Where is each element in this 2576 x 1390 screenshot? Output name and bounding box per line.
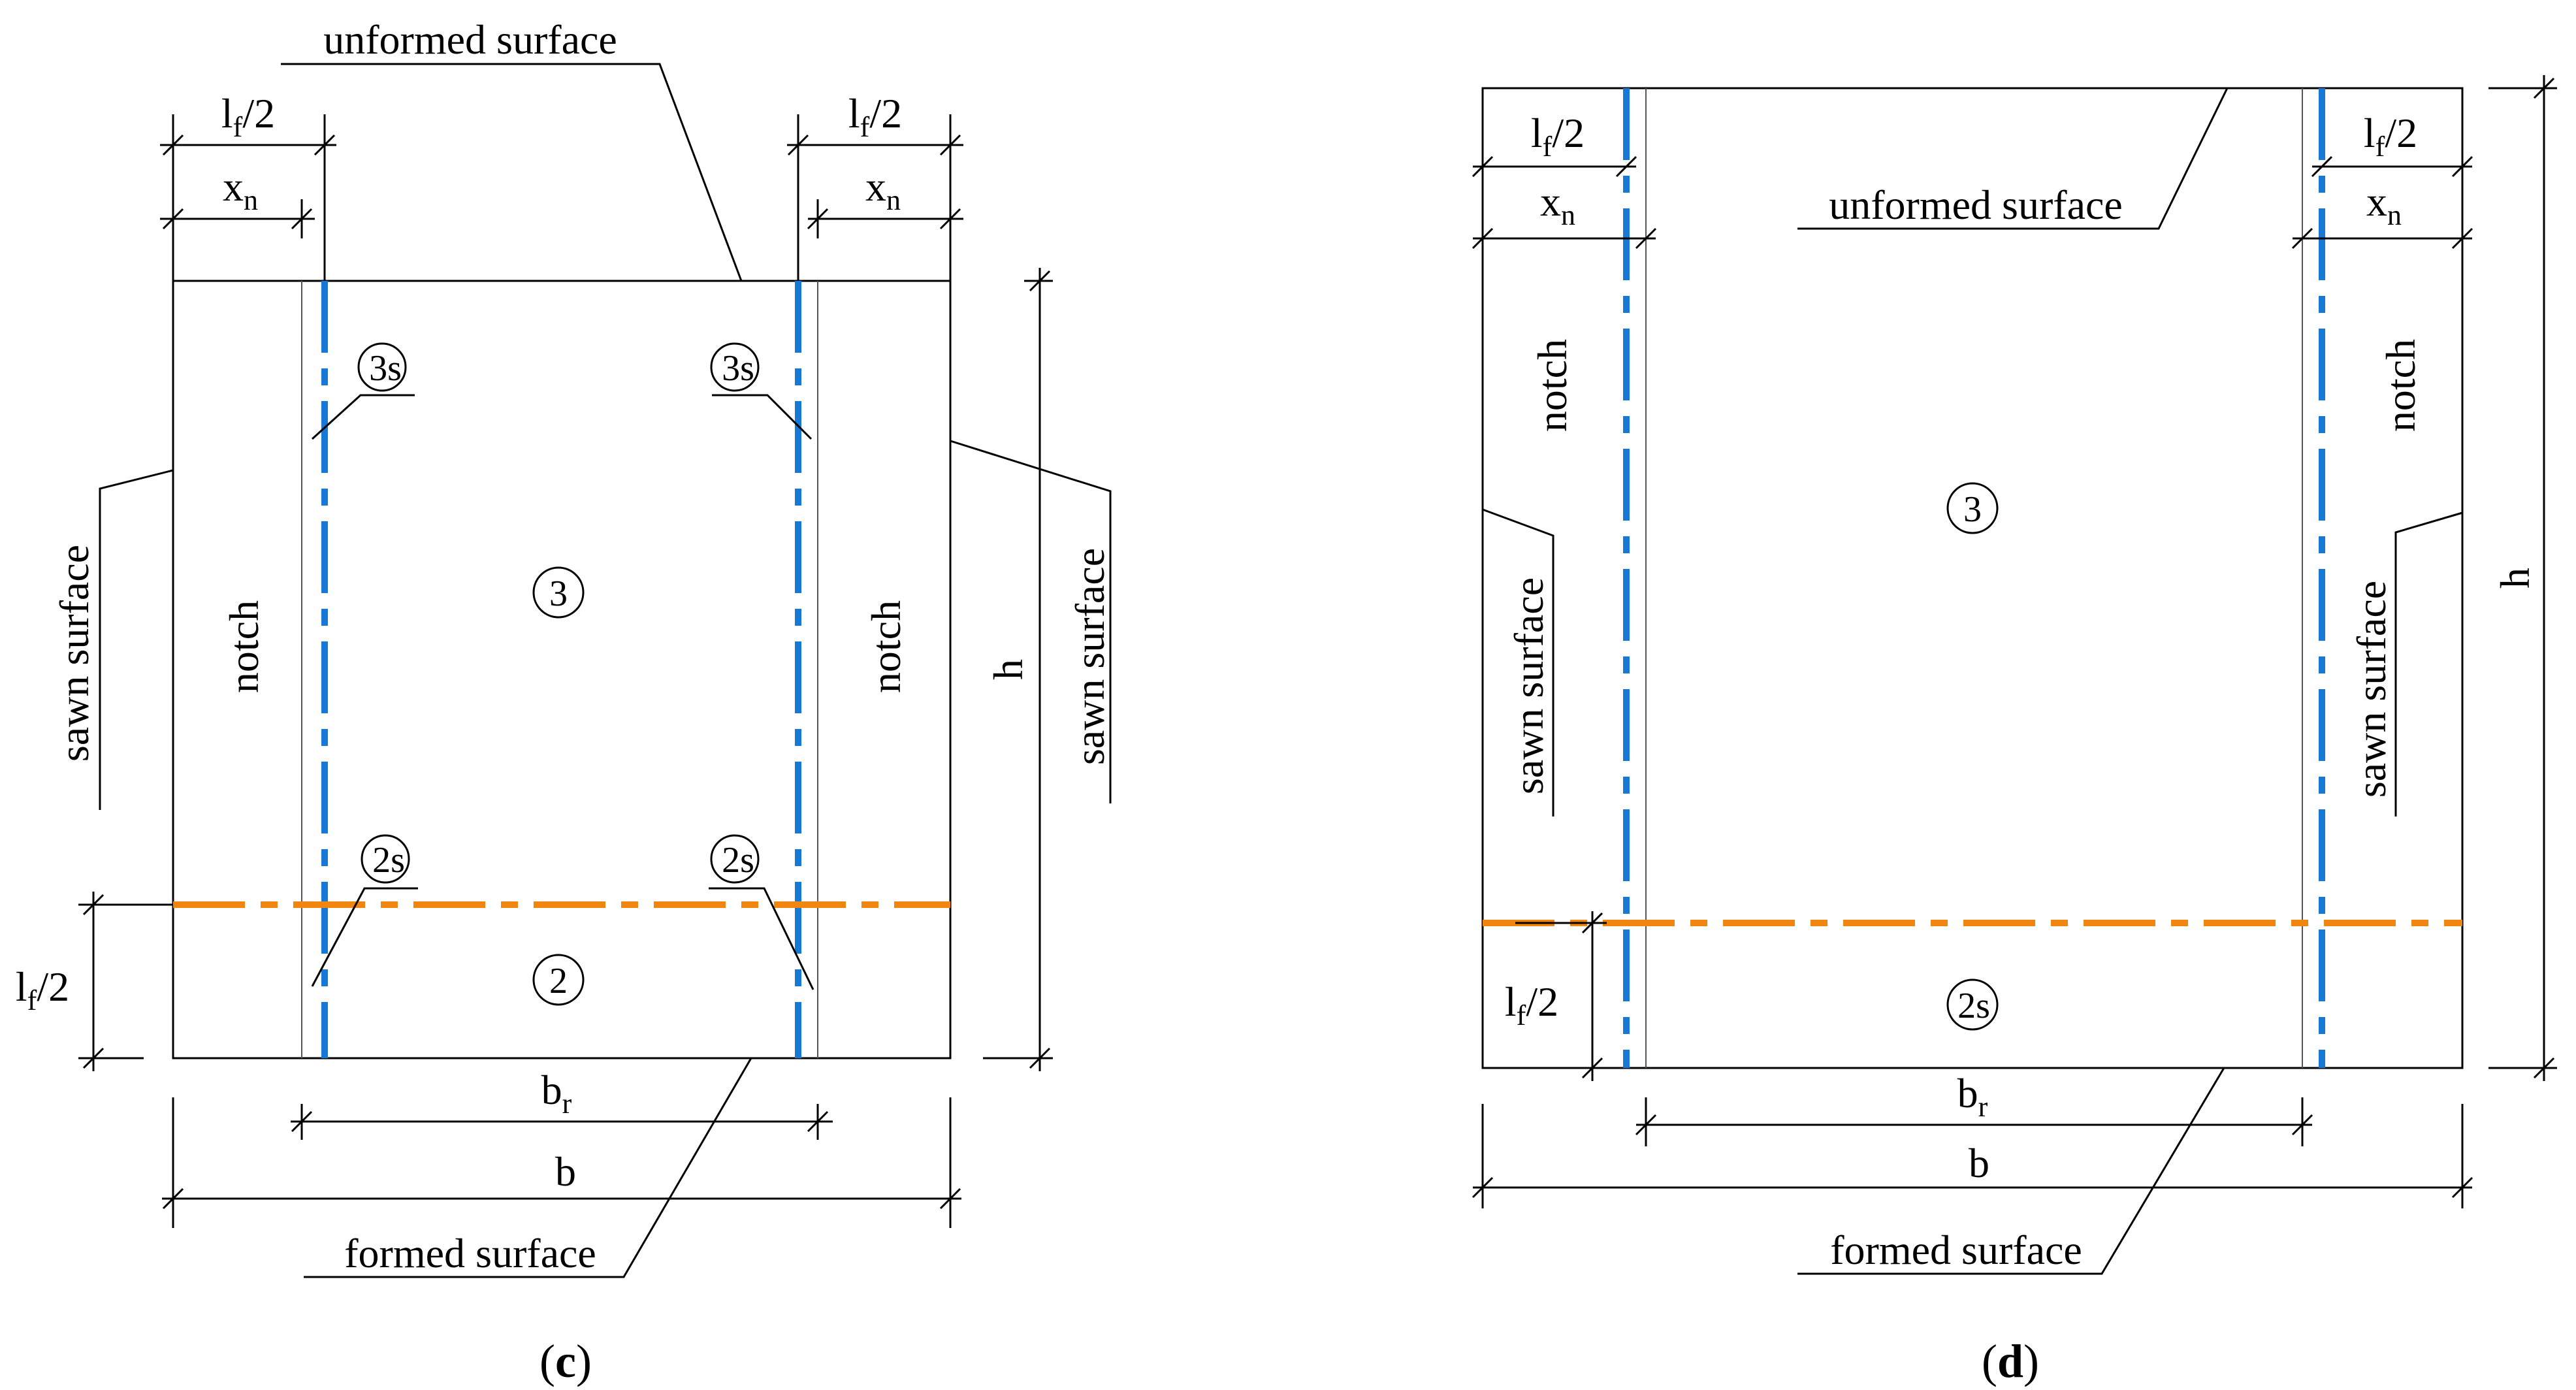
zone-2s-circle-right-c xyxy=(710,834,760,884)
caption-c: (c) xyxy=(539,1335,592,1387)
zone-3s-leader-right-c xyxy=(712,394,813,440)
sawn-leader-left-c xyxy=(99,469,174,810)
zone-2s-label-left-c: 2s xyxy=(372,840,405,881)
dim-b-ticks-c xyxy=(162,1188,961,1210)
section-outline-d xyxy=(1481,87,2464,1069)
notch-label-right-c: notch xyxy=(863,600,909,693)
notch-label-left-d: notch xyxy=(1529,339,1575,432)
dim-lf-bottom-d: lf/2 xyxy=(1505,978,1558,1031)
zone-2-circle-c xyxy=(532,954,585,1006)
dim-xn-top-left-c: xn xyxy=(223,163,258,216)
dim-lf-top-right-c: lf/2 xyxy=(848,90,902,143)
dim-lf-top-left-c: lf/2 xyxy=(221,90,275,143)
zone-2-label-c: 2 xyxy=(549,961,568,1001)
zone-3s-circle-right-c xyxy=(710,342,760,392)
formed-label-c: formed surface xyxy=(344,1230,596,1276)
notch-label-left-c: notch xyxy=(221,600,267,693)
formed-label-d: formed surface xyxy=(1830,1227,2082,1273)
unformed-leader-c xyxy=(281,63,743,282)
zone-3-label-d: 3 xyxy=(1963,489,1982,530)
zone-2s-leader-right-c xyxy=(709,887,814,990)
zone-2s-leader-left-c xyxy=(311,887,418,987)
zone-3-circle-c xyxy=(532,566,585,619)
dim-b-label-d: b xyxy=(1969,1140,1989,1186)
zone-3-circle-d xyxy=(1946,482,1999,534)
panel-d: 3 2s notch notch sawn surface sawn surfa… xyxy=(1472,75,2557,1387)
dim-ticks-top-right-d xyxy=(2291,155,2473,250)
dim-br-ticks-c xyxy=(291,1110,829,1133)
dim-h-ticks-d xyxy=(2533,77,2555,1079)
section-outline-c xyxy=(172,280,952,1059)
dim-h-ticks-c xyxy=(1029,270,1051,1069)
sawn-leader-left-d xyxy=(1482,508,1554,816)
dim-b-label-c: b xyxy=(555,1148,576,1195)
unformed-label-c: unformed surface xyxy=(323,16,617,63)
zone-3s-label-right-c: 3s xyxy=(722,348,754,389)
unformed-label-d: unformed surface xyxy=(1829,182,2123,228)
zone-2s-circle-d xyxy=(1946,978,1999,1031)
zone-3s-circle-left-c xyxy=(357,342,407,392)
sawn-label-left-c: sawn surface xyxy=(51,545,97,762)
sawn-leader-right-c xyxy=(950,440,1112,803)
dim-lf-top-left-d: lf/2 xyxy=(1531,110,1585,163)
dim-ticks-top-left-c xyxy=(162,134,336,230)
formed-leader-c xyxy=(304,1058,752,1278)
dim-br-label-c: br xyxy=(541,1067,572,1120)
sawn-leader-right-d xyxy=(2394,511,2463,816)
sawn-label-right-c: sawn surface xyxy=(1067,548,1113,765)
zone-3-label-c: 3 xyxy=(549,574,568,614)
dim-br-ticks-d xyxy=(1635,1114,2313,1136)
dim-lf-bottom-ticks-d xyxy=(1581,912,1603,1079)
sawn-label-left-d: sawn surface xyxy=(1505,577,1552,794)
dim-xn-top-left-d: xn xyxy=(1540,178,1575,231)
dim-ticks-top-left-d xyxy=(1472,155,1657,250)
formed-leader-d xyxy=(1797,1067,2225,1275)
zone-3s-label-left-c: 3s xyxy=(369,348,402,389)
caption-d: (d) xyxy=(1982,1335,2039,1387)
dim-br-label-d: br xyxy=(1957,1070,1988,1123)
dim-xn-top-right-d: xn xyxy=(2366,178,2402,231)
zone-2s-circle-left-c xyxy=(361,834,410,884)
dim-lf-bottom-ticks-c xyxy=(82,894,105,1069)
dim-ticks-top-right-c xyxy=(787,134,961,230)
zone-3s-leader-left-c xyxy=(311,394,415,440)
dim-lf-top-right-d: lf/2 xyxy=(2364,110,2417,163)
unformed-leader-d xyxy=(1797,88,2229,230)
panel-c: 3 2 3s 3s 2s 2s notch notch sawn surface… xyxy=(16,16,1113,1387)
sawn-label-right-d: sawn surface xyxy=(2348,581,2394,798)
zone-2s-label-right-c: 2s xyxy=(722,840,754,881)
dim-xn-top-right-c: xn xyxy=(865,163,901,216)
zone-2s-label-d: 2s xyxy=(1957,986,1990,1026)
dim-h-label-d: h xyxy=(2492,568,2538,589)
dim-b-ticks-d xyxy=(1472,1176,2473,1199)
dim-h-label-c: h xyxy=(985,659,1031,680)
notch-label-right-d: notch xyxy=(2377,339,2424,432)
dim-lf-bottom-c: lf/2 xyxy=(16,963,69,1016)
